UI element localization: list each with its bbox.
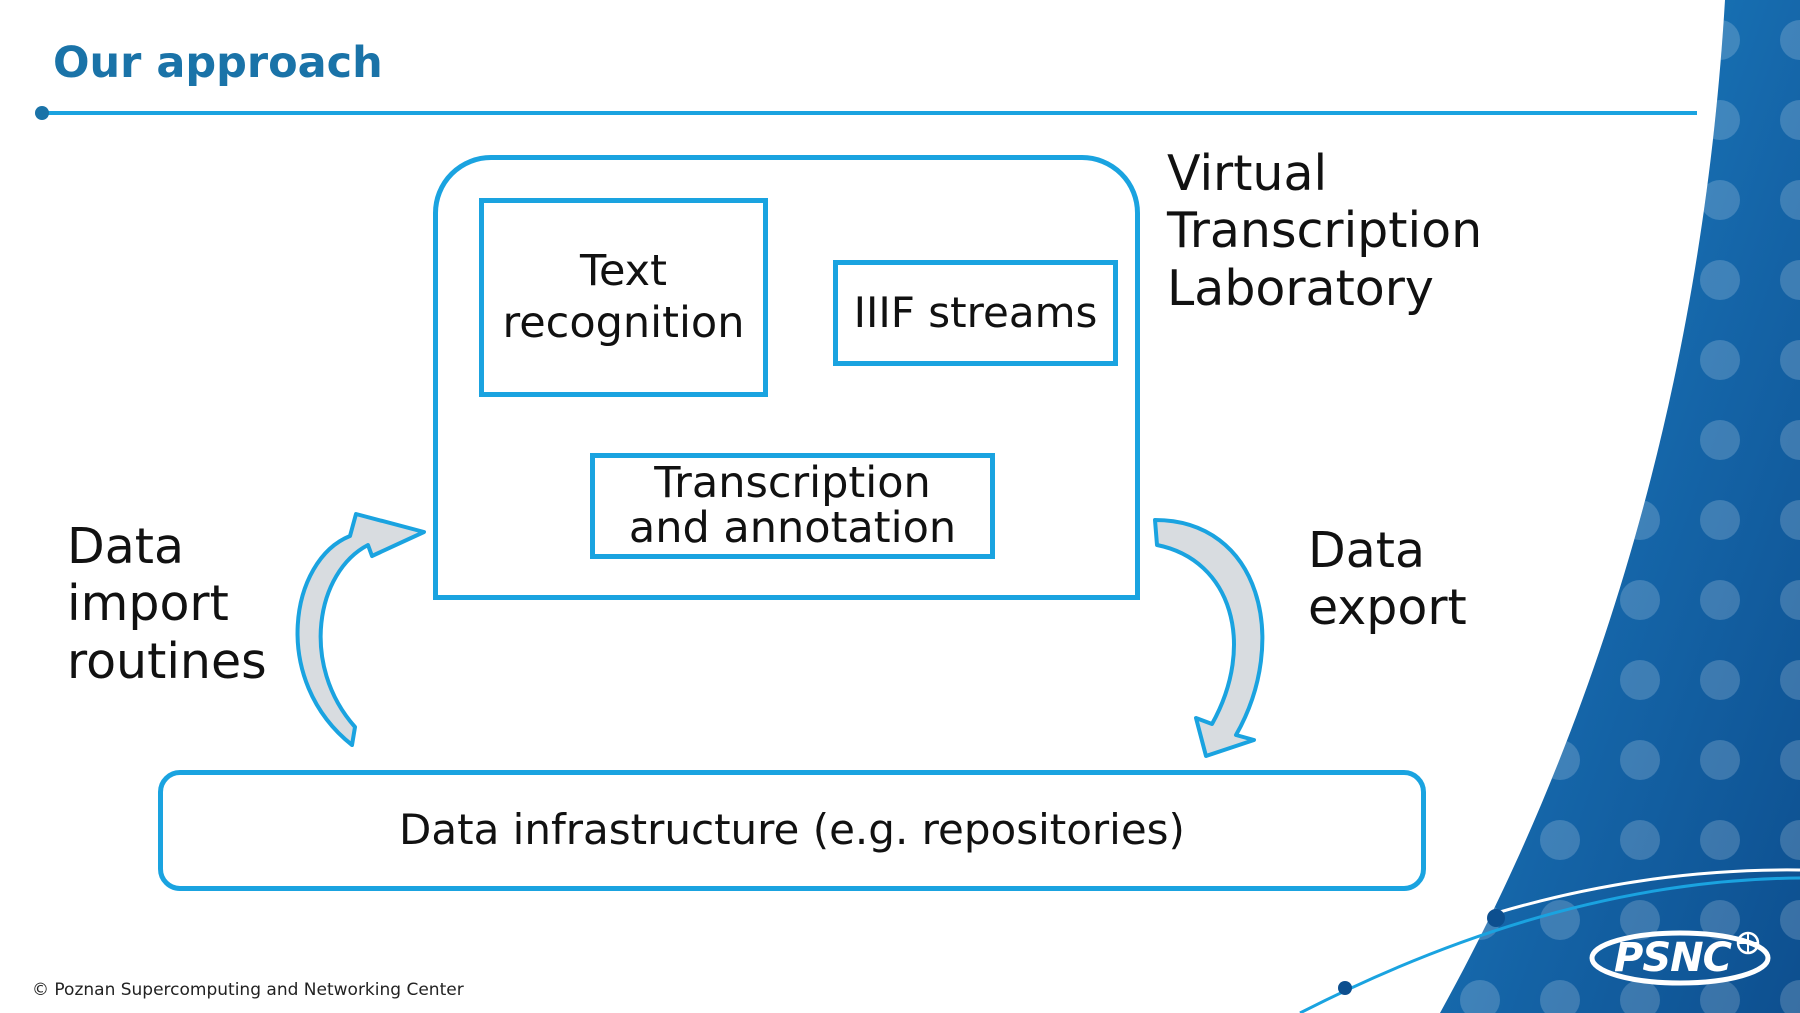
import-arrow (295, 512, 426, 747)
vtl-label: Virtual Transcription Laboratory (1167, 145, 1483, 317)
infrastructure-label: Data infrastructure (e.g. repositories) (399, 805, 1185, 855)
import-label: Data import routines (67, 518, 267, 690)
psnc-logo: PSNC (1588, 929, 1778, 987)
slide-title: Our approach (53, 38, 383, 88)
title-rule-dot (35, 106, 49, 120)
footer-copyright: © Poznan Supercomputing and Networking C… (32, 980, 464, 1000)
text-recognition-label: Text recognition (502, 245, 745, 348)
psnc-logo-ring (1589, 930, 1771, 986)
export-label: Data export (1308, 522, 1467, 637)
orbit-arc-light (1499, 868, 1800, 914)
orbit-arc (1299, 876, 1800, 1013)
iiif-streams-label: IIIF streams (853, 287, 1098, 337)
transcription-box: Transcription and annotation (590, 453, 995, 559)
vtl-frame (433, 155, 1140, 600)
infrastructure-box: Data infrastructure (e.g. repositories) (158, 770, 1426, 891)
export-arrow (1153, 518, 1265, 758)
text-recognition-box: Text recognition (479, 198, 768, 397)
psnc-logo-text: PSNC (1614, 935, 1732, 981)
transcription-label: Transcription and annotation (628, 457, 957, 553)
iiif-streams-box: IIIF streams (833, 260, 1118, 366)
orbit-dot (1487, 909, 1505, 927)
orbit-dot-small (1338, 981, 1352, 995)
decorative-dots (1440, 0, 1800, 1013)
